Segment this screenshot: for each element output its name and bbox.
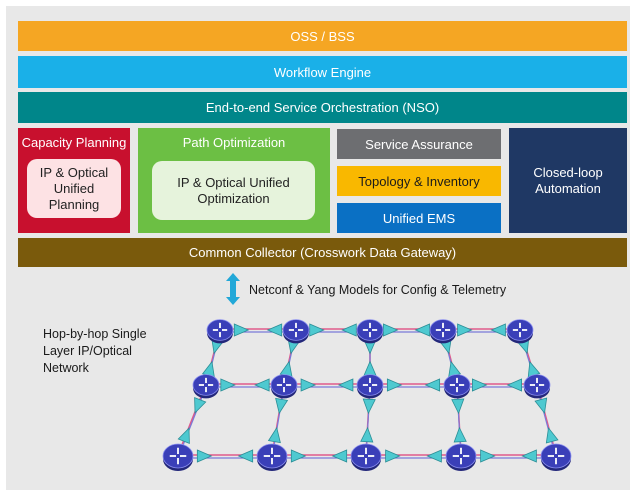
workflow-engine-layer: Workflow Engine (18, 56, 627, 88)
amplifier-icon (521, 449, 537, 463)
amplifier-icon (300, 378, 317, 392)
router-icon (540, 443, 572, 471)
router-icon (506, 319, 534, 344)
nso-layer: End-to-end Service Orchestration (NSO) (18, 92, 627, 123)
amplifier-icon (426, 449, 442, 463)
router-icon (443, 374, 471, 399)
router-icon (356, 319, 384, 344)
router-icon (429, 319, 457, 344)
router-icon (445, 443, 477, 471)
amplifier-icon (453, 426, 467, 443)
amplifier-icon (386, 378, 403, 392)
network-label: Hop-by-hop Single Layer IP/Optical Netwo… (43, 327, 147, 375)
oss-bss-label: OSS / BSS (290, 28, 355, 44)
closed-loop-label: Closed-loop Automation (533, 164, 603, 196)
amplifier-icon (266, 323, 283, 337)
amplifier-icon (480, 449, 496, 463)
amplifier-icon (341, 323, 357, 337)
amplifier-icon (267, 426, 281, 444)
amplifier-icon (194, 396, 207, 414)
amplifier-icon (471, 378, 488, 392)
amplifier-icon (254, 378, 270, 392)
unified-optimization-box: IP & Optical Unified Optimization (152, 161, 315, 220)
amplifier-icon (362, 398, 376, 415)
nso-label: End-to-end Service Orchestration (NSO) (205, 100, 440, 115)
amplifier-icon (237, 449, 254, 463)
amplifier-icon (360, 426, 374, 443)
common-collector-layer: Common Collector (Crosswork Data Gateway… (18, 238, 627, 267)
amplifier-icon (275, 397, 289, 415)
amplifier-icon (233, 323, 250, 337)
amplifier-icon (279, 360, 293, 378)
amplifier-icon (534, 397, 548, 415)
amplifier-icon (424, 378, 441, 392)
interface-label: Netconf & Yang Models for Config & Telem… (249, 283, 507, 297)
amplifier-icon (331, 449, 348, 463)
amplifier-icon (506, 378, 522, 392)
amplifier-icon (309, 323, 325, 337)
topology-inventory-layer: Topology & Inventory (337, 166, 501, 196)
amplifier-icon (196, 449, 213, 463)
amplifier-icon (451, 398, 465, 415)
common-collector-label: Common Collector (Crosswork Data Gateway… (188, 245, 457, 260)
router-icon (162, 443, 194, 471)
router-icon (356, 374, 384, 399)
topology-inventory-label: Topology & Inventory (358, 173, 480, 189)
service-assurance-layer: Service Assurance (337, 129, 501, 159)
router-icon (523, 374, 551, 399)
amplifier-icon (220, 378, 236, 392)
amplifier-icon (385, 449, 401, 463)
capacity-planning-title: Capacity Planning (21, 135, 127, 150)
amplifier-icon (414, 323, 430, 337)
amplifier-icon (490, 323, 506, 337)
path-optimization-title: Path Optimization (182, 135, 286, 150)
amplifier-icon (177, 427, 190, 445)
amplifier-icon (290, 449, 307, 463)
router-icon (256, 443, 288, 471)
router-icon (206, 319, 234, 344)
path-optimization-box: Path Optimization IP & Optical Unified O… (138, 128, 330, 233)
router-icon (192, 374, 220, 399)
service-assurance-label: Service Assurance (365, 136, 473, 152)
unified-planning-box: IP & Optical Unified Planning (27, 159, 121, 218)
amplifier-icon (337, 378, 354, 392)
router-icon (282, 319, 310, 344)
unified-ems-layer: Unified EMS (337, 203, 501, 233)
router-icon (350, 443, 382, 471)
closed-loop-automation-box: Closed-loop Automation (509, 128, 627, 233)
amplifier-icon (545, 426, 559, 444)
unified-ems-label: Unified EMS (382, 210, 456, 226)
router-icon (270, 374, 298, 399)
workflow-engine-label: Workflow Engine (273, 64, 372, 80)
amplifier-icon (457, 323, 473, 337)
oss-bss-layer: OSS / BSS (18, 21, 627, 51)
capacity-planning-box: Capacity Planning IP & Optical Unified P… (18, 128, 130, 233)
amplifier-icon (383, 323, 399, 337)
amplifier-icon (363, 360, 377, 376)
double-arrow-icon (226, 273, 240, 305)
